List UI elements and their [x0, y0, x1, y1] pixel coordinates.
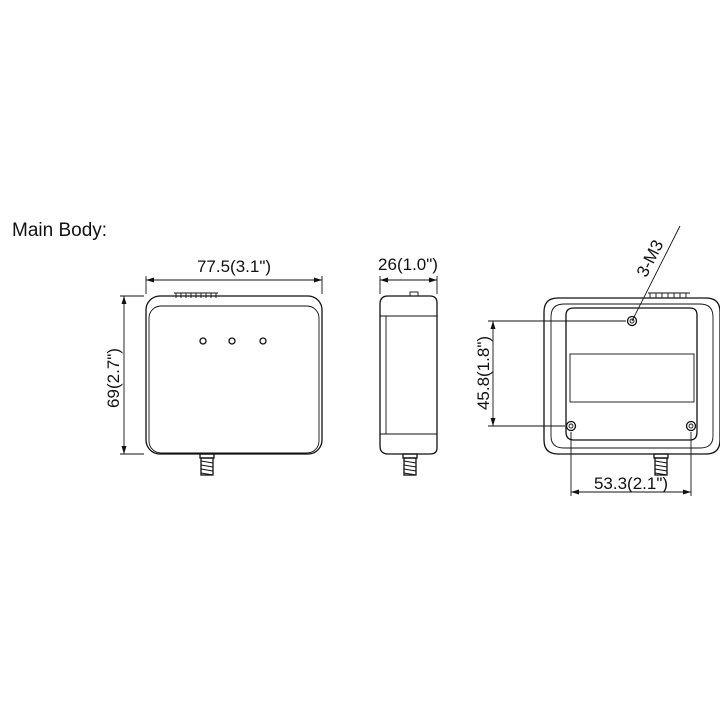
back-outer-shell [543, 297, 720, 455]
front-view: 77.5(3.1") 69(2.7") [104, 257, 323, 476]
front-height-label: 69(2.7") [104, 348, 123, 408]
front-width-dimension: 77.5(3.1") [145, 257, 323, 294]
indicator-light-left [199, 337, 207, 345]
side-antenna-connector [402, 453, 418, 476]
back-top-vents [648, 292, 690, 298]
screw-hole-bottom-right [685, 420, 697, 432]
screw-leader: 3-M3 [631, 225, 681, 322]
hole-vertical-dimension: 45.8(1.8") [474, 320, 626, 427]
front-outer-shell [145, 295, 323, 455]
front-width-label: 77.5(3.1") [197, 257, 271, 276]
indicator-light-right [259, 337, 267, 345]
hole-horizontal-dimension: 53.3(2.1") [570, 432, 692, 496]
front-inner-face [148, 305, 320, 454]
front-antenna-connector [199, 453, 215, 476]
back-mounting-plate [565, 307, 698, 441]
side-view: 26(1.0") [378, 255, 438, 476]
section-title: Main Body: [12, 220, 108, 241]
side-top-tab [409, 291, 419, 297]
side-depth-dimension: 26(1.0") [378, 255, 438, 294]
screw-hole-bottom-left [565, 420, 577, 432]
back-antenna-connector [653, 453, 669, 476]
screw-hole-top [626, 315, 638, 327]
side-depth-label: 26(1.0") [378, 255, 438, 274]
front-top-vents [174, 292, 218, 298]
hole-horizontal-label: 53.3(2.1") [594, 474, 668, 493]
back-view: 3-M3 45.8(1.8") 53.3(2.1") [474, 225, 720, 496]
side-body-outline [379, 295, 438, 455]
indicator-light-middle [228, 337, 236, 345]
front-height-dimension: 69(2.7") [104, 295, 144, 455]
screw-label: 3-M3 [633, 237, 668, 280]
hole-vertical-label: 45.8(1.8") [474, 336, 493, 410]
back-label-area [569, 353, 695, 403]
